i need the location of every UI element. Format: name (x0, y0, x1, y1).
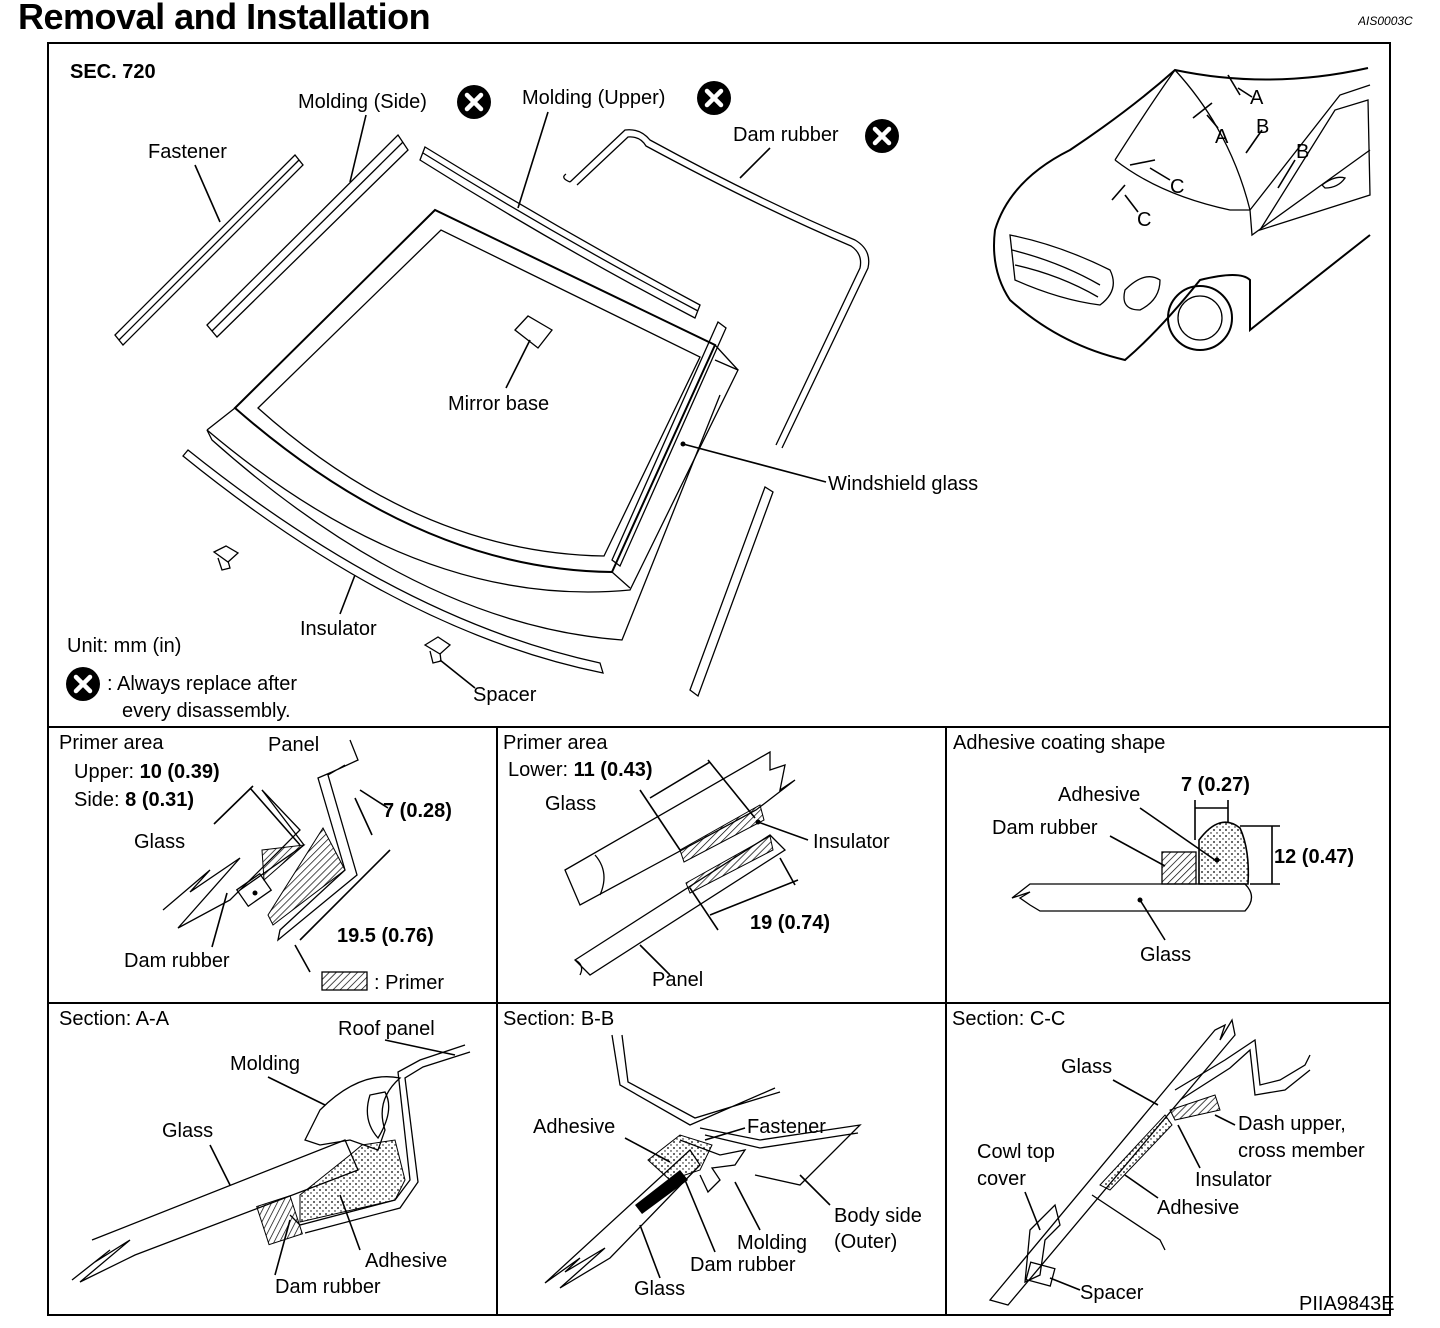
svg-text:Spacer: Spacer (1080, 1282, 1144, 1304)
insulator-part (182, 449, 604, 674)
svg-text:cover: cover (977, 1168, 1026, 1190)
svg-text:Adhesive: Adhesive (1058, 784, 1140, 806)
label-molding-upper: Molding (Upper) (522, 87, 665, 109)
svg-text:Side: 8 (0.31): Side: 8 (0.31) (74, 789, 194, 811)
svg-text:A: A (1215, 126, 1229, 148)
section-c-c-panel: Section: C-C Glass Dash upper, cross mem… (952, 1008, 1395, 1315)
svg-text:Primer area: Primer area (59, 732, 164, 754)
legend-text: : Always replace after (107, 673, 297, 695)
label-windshield-glass: Windshield glass (828, 473, 978, 495)
label-molding-side: Molding (Side) (298, 91, 427, 113)
section-a-a-panel: Section: A-A Roof panel Molding Glass Ad… (59, 1008, 471, 1298)
replace-icon (865, 119, 899, 153)
adhesive-coating-panel: Adhesive coating shape Adhesive 7 (0.27)… (953, 732, 1354, 966)
windshield-glass-part (233, 208, 717, 574)
svg-text:Dam rubber: Dam rubber (275, 1276, 381, 1298)
svg-text:Glass: Glass (545, 793, 596, 815)
svg-text:Adhesive: Adhesive (1157, 1197, 1239, 1219)
svg-text:7 (0.27): 7 (0.27) (1181, 774, 1250, 796)
exploded-view: SEC. 720 Fastener Mo (66, 61, 978, 722)
svg-text:A: A (1250, 87, 1264, 109)
svg-text:Insulator: Insulator (813, 831, 890, 853)
svg-text:Molding: Molding (230, 1053, 300, 1075)
svg-text:: Primer: : Primer (374, 972, 444, 994)
svg-text:B: B (1256, 116, 1269, 138)
svg-text:Molding: Molding (737, 1232, 807, 1254)
label-fastener: Fastener (148, 141, 227, 163)
svg-text:Adhesive: Adhesive (365, 1250, 447, 1272)
svg-text:Fastener: Fastener (747, 1116, 826, 1138)
svg-text:Adhesive: Adhesive (533, 1116, 615, 1138)
replace-icon (457, 85, 491, 119)
svg-text:Section: A-A: Section: A-A (59, 1008, 170, 1030)
label-insulator: Insulator (300, 618, 377, 640)
svg-text:Primer area: Primer area (503, 732, 608, 754)
svg-text:Glass: Glass (1061, 1056, 1112, 1078)
svg-text:Roof panel: Roof panel (338, 1018, 435, 1040)
svg-text:Panel: Panel (268, 734, 319, 756)
svg-text:Insulator: Insulator (1195, 1169, 1272, 1191)
svg-text:Body side: Body side (834, 1205, 922, 1227)
section-number: SEC. 720 (70, 61, 156, 83)
svg-text:C: C (1170, 176, 1184, 198)
figure-code: PIIA9843E (1299, 1293, 1395, 1315)
svg-text:Cowl top: Cowl top (977, 1141, 1055, 1163)
replace-icon (66, 667, 100, 701)
svg-text:Section: B-B: Section: B-B (503, 1008, 614, 1030)
label-mirror-base: Mirror base (448, 393, 549, 415)
unit-note: Unit: mm (in) (67, 635, 181, 657)
svg-text:Glass: Glass (1140, 944, 1191, 966)
side-strip (611, 320, 727, 568)
svg-text:12 (0.47): 12 (0.47) (1274, 846, 1354, 868)
replace-icon (697, 81, 731, 115)
svg-text:Dash upper,: Dash upper, (1238, 1113, 1346, 1135)
molding-side-part (206, 133, 409, 338)
car-illustration: A A B B C C (993, 67, 1371, 362)
svg-text:Dam rubber: Dam rubber (124, 950, 230, 972)
side-strip (689, 486, 774, 698)
svg-text:Upper: 10 (0.39): Upper: 10 (0.39) (74, 761, 220, 783)
molding-upper-part (419, 146, 701, 319)
fastener-part (114, 154, 304, 346)
dam-rubber-part (569, 129, 870, 449)
svg-text:C: C (1137, 209, 1151, 231)
svg-text:Section: C-C: Section: C-C (952, 1008, 1065, 1030)
svg-text:19 (0.74): 19 (0.74) (750, 912, 830, 934)
svg-text:B: B (1296, 141, 1309, 163)
svg-text:Dam rubber: Dam rubber (690, 1254, 796, 1276)
svg-text:Panel: Panel (652, 969, 703, 991)
svg-text:cross member: cross member (1238, 1140, 1365, 1162)
svg-text:Adhesive coating shape: Adhesive coating shape (953, 732, 1165, 754)
svg-text:(Outer): (Outer) (834, 1231, 897, 1253)
mirror-base-part (514, 315, 553, 349)
svg-text:19.5 (0.76): 19.5 (0.76) (337, 925, 434, 947)
label-spacer: Spacer (473, 684, 537, 706)
section-b-b-panel: Section: B-B Adhesive Fastener Body side… (503, 1008, 922, 1300)
primer-area-lower-panel: Primer area Lower: 11 (0.43) Glass Insul… (503, 732, 890, 991)
svg-text:Glass: Glass (134, 831, 185, 853)
label-dam-rubber: Dam rubber (733, 124, 839, 146)
page-title: Removal and Installation (18, 0, 431, 37)
reference-code: AIS0003C (1358, 14, 1413, 28)
legend-text: every disassembly. (122, 700, 291, 722)
svg-text:Lower: 11 (0.43): Lower: 11 (0.43) (508, 759, 653, 781)
svg-text:Glass: Glass (162, 1120, 213, 1142)
spacer-part (212, 545, 452, 664)
primer-area-upper-panel: Primer area Upper: 10 (0.39) Side: 8 (0.… (59, 732, 452, 994)
svg-text:Dam rubber: Dam rubber (992, 817, 1098, 839)
svg-text:Glass: Glass (634, 1278, 685, 1300)
svg-text:7 (0.28): 7 (0.28) (383, 800, 452, 822)
figure-frame (47, 42, 1391, 1316)
